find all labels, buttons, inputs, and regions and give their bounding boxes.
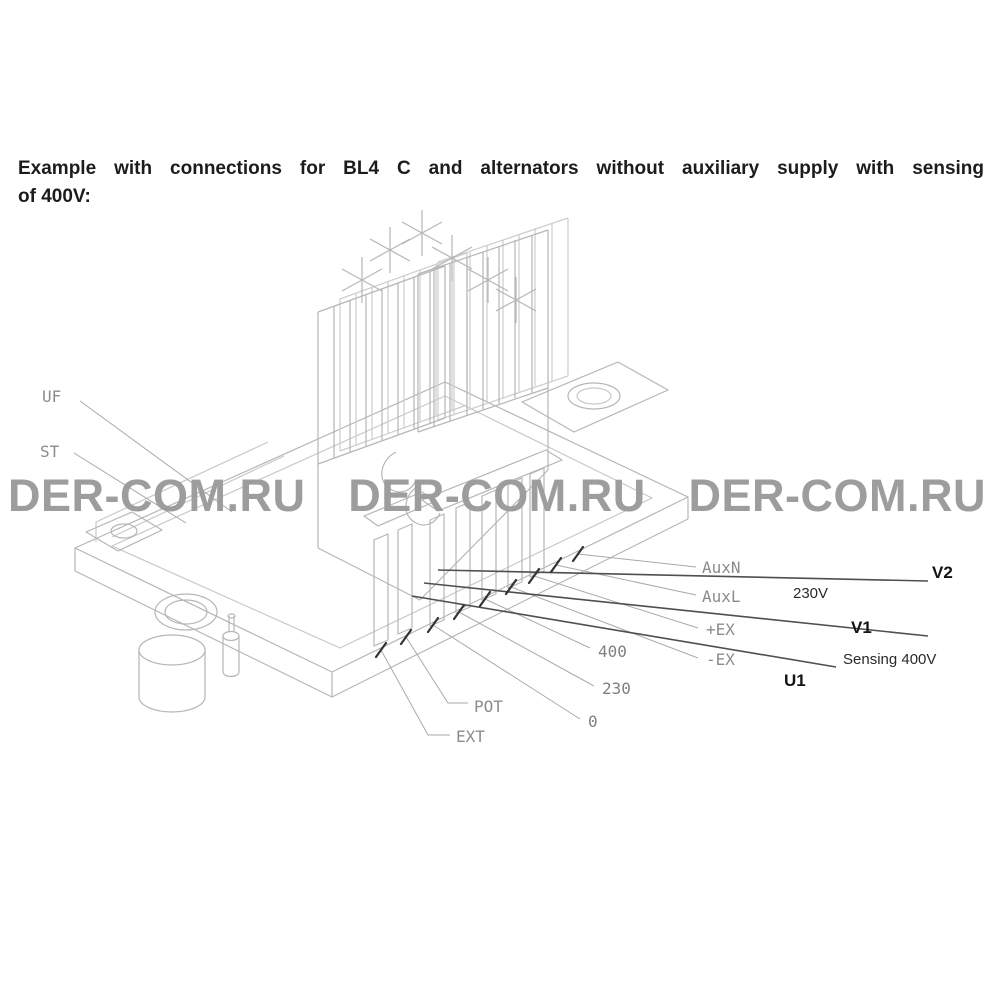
label-plus-ex: +EX <box>706 620 735 639</box>
label-u1: U1 <box>784 671 806 690</box>
watermark-text: DER-COM.RU <box>348 470 646 521</box>
watermark-text: DER-COM.RU <box>688 470 986 521</box>
label-sensing-400v: Sensing 400V <box>843 651 936 668</box>
caption: Example with connections for BL4 C and a… <box>18 155 984 211</box>
caption-line1: Example with connections for BL4 C and a… <box>18 158 984 179</box>
label-v1: V1 <box>851 618 872 637</box>
terminal-pins <box>363 449 563 647</box>
wire-v2 <box>437 569 929 582</box>
label-400: 400 <box>598 642 627 661</box>
label-230: 230 <box>602 679 631 698</box>
label-ext: EXT <box>456 727 485 746</box>
tick-marks <box>374 545 585 659</box>
label-0: 0 <box>588 712 598 731</box>
leader-lines <box>73 400 699 736</box>
heatsink-fins <box>317 209 569 465</box>
watermark-text: DER-COM.RU <box>8 470 306 521</box>
label-minus-ex: -EX <box>706 650 735 669</box>
label-v2: V2 <box>932 563 953 582</box>
label-uf: UF <box>42 387 61 406</box>
label-auxn: AuxN <box>702 558 741 577</box>
watermark: DER-COM.RU DER-COM.RU DER-COM.RU <box>8 473 986 518</box>
label-230v: 230V <box>793 585 828 602</box>
label-pot: POT <box>474 697 503 716</box>
wire-u1 <box>411 595 837 668</box>
caption-line2: of 400V: <box>18 186 91 207</box>
labels: UF ST AuxN AuxL +EX -EX 400 230 0 POT EX… <box>40 387 953 746</box>
label-st: ST <box>40 442 60 461</box>
label-auxl: AuxL <box>702 587 741 606</box>
